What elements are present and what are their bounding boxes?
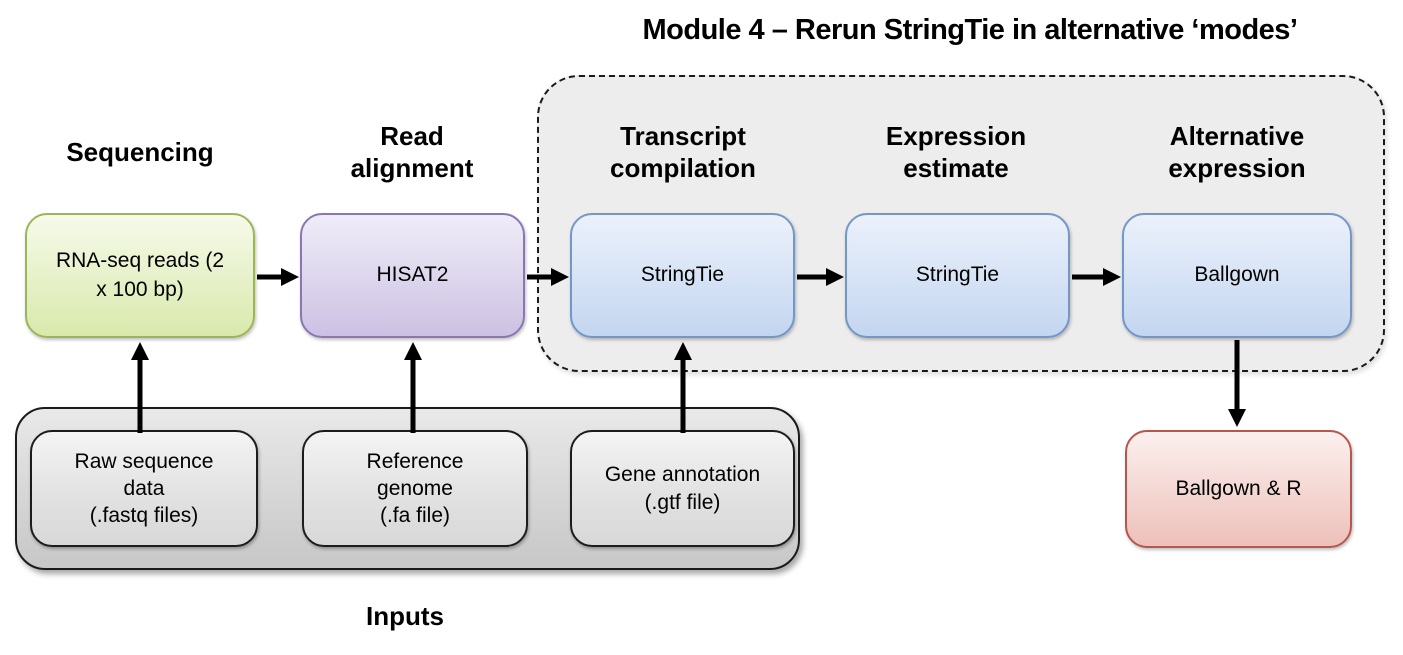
inputs-caption: Inputs bbox=[366, 601, 444, 631]
box-rna-seq-reads: RNA-seq reads (2 x 100 bp) bbox=[25, 213, 255, 338]
stage-header-sequencing: Sequencing bbox=[66, 136, 214, 167]
box-ballgown: Ballgown bbox=[1122, 213, 1352, 338]
stage-header-expression-estimate: Expression estimate bbox=[885, 120, 1027, 184]
stage-header-transcript-compilation: Transcript compilation bbox=[610, 120, 756, 184]
box-gene-annotation: Gene annotation (.gtf file) bbox=[570, 430, 795, 547]
box-ballgown-and-r: Ballgown & R bbox=[1125, 430, 1352, 548]
box-raw-sequence-data: Raw sequence data (.fastq files) bbox=[30, 430, 258, 547]
diagram-title: Module 4 – Rerun StringTie in alternativ… bbox=[642, 14, 1298, 46]
stage-header-alternative-expression: Alternative expression bbox=[1168, 120, 1306, 184]
arrow-rnaseq-to-hisat2 bbox=[257, 268, 299, 286]
box-reference-genome: Reference genome (.fa file) bbox=[302, 430, 528, 547]
stage-header-read-alignment: Read alignment bbox=[350, 120, 474, 184]
box-stringtie-1: StringTie bbox=[570, 213, 795, 338]
box-hisat2: HISAT2 bbox=[300, 213, 525, 338]
box-stringtie-2: StringTie bbox=[845, 213, 1070, 338]
